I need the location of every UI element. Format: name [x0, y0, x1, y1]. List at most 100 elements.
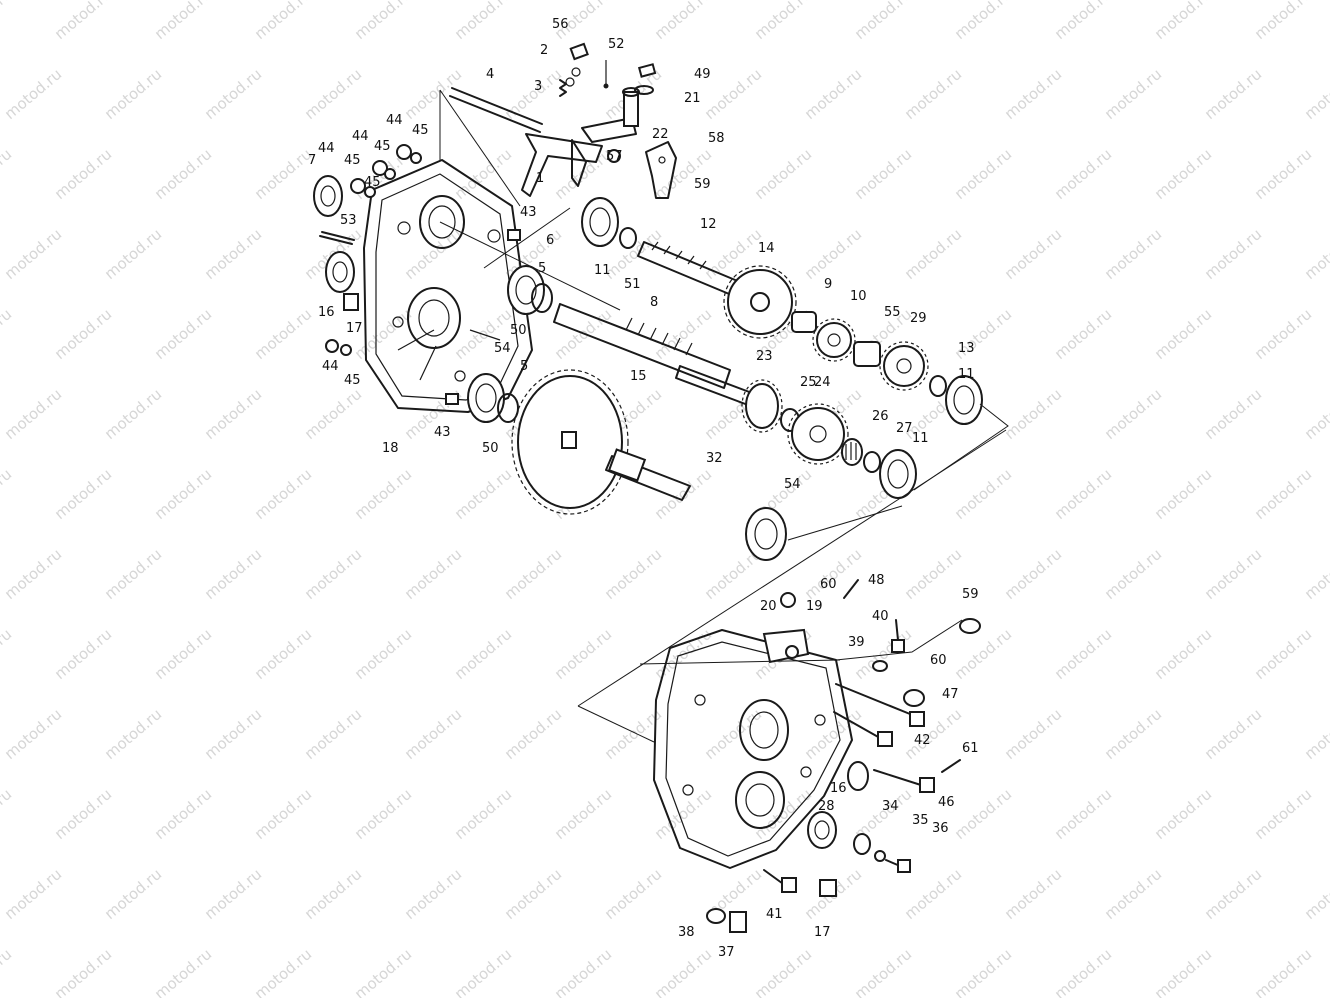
callout-52: 52: [608, 37, 625, 52]
watermark-text: motod.ru: [951, 0, 1015, 43]
watermark-text: motod.ru: [1151, 0, 1215, 43]
callout-4: 4: [486, 67, 494, 82]
watermark-text: motod.ru: [1151, 465, 1215, 523]
callout-16: 16: [830, 781, 847, 796]
watermark-text: motod.ru: [1301, 545, 1330, 603]
callout-45: 45: [364, 175, 381, 190]
watermark-text: motod.ru: [1251, 945, 1315, 998]
callout-42: 42: [914, 733, 931, 748]
callout-25: 25: [800, 375, 817, 390]
watermark-text: motod.ru: [401, 865, 465, 923]
watermark-text: motod.ru: [251, 0, 315, 43]
watermark-text: motod.ru: [1, 545, 65, 603]
lower-fasteners: [706, 579, 981, 933]
callout-48: 48: [868, 573, 885, 588]
watermark-text: motod.ru: [1151, 945, 1215, 998]
watermark-text: motod.ru: [1201, 385, 1265, 443]
watermark-text: motod.ru: [101, 385, 165, 443]
watermark-text: motod.ru: [101, 225, 165, 283]
callout-9: 9: [824, 277, 832, 292]
gear-24: [787, 403, 849, 465]
watermark-text: motod.ru: [1201, 545, 1265, 603]
callout-44: 44: [318, 141, 335, 156]
callout-39: 39: [848, 635, 865, 650]
callout-54: 54: [494, 341, 511, 356]
callout-45: 45: [344, 153, 361, 168]
watermark-text: motod.ru: [301, 705, 365, 763]
watermark-text: motod.ru: [551, 945, 615, 998]
callout-5: 5: [520, 359, 528, 374]
washer-13: [929, 375, 947, 397]
watermark-text: motod.ru: [51, 305, 115, 363]
right-transmission-case: [653, 628, 853, 869]
callout-22: 22: [652, 127, 669, 142]
watermark-text: motod.ru: [951, 625, 1015, 683]
watermark-text: motod.ru: [801, 225, 865, 283]
callout-45: 45: [374, 139, 391, 154]
callout-10: 10: [850, 289, 867, 304]
callout-24: 24: [814, 375, 831, 390]
watermark-text: motod.ru: [251, 145, 315, 203]
callout-18: 18: [382, 441, 399, 456]
watermark-text: motod.ru: [851, 145, 915, 203]
watermark-text: motod.ru: [0, 145, 15, 203]
watermark-text: motod.ru: [0, 465, 15, 523]
watermark-text: motod.ru: [751, 945, 815, 998]
callout-32: 32: [706, 451, 723, 466]
watermark-text: motod.ru: [901, 65, 965, 123]
watermark-text: motod.ru: [151, 625, 215, 683]
watermark-text: motod.ru: [551, 625, 615, 683]
washer-5-upper: [531, 283, 553, 313]
bearing-54-left: [467, 373, 505, 423]
gear-15: [511, 369, 629, 515]
watermark-text: motod.ru: [951, 145, 1015, 203]
watermark-text: motod.ru: [1, 865, 65, 923]
watermark-text: motod.ru: [951, 785, 1015, 843]
watermark-text: motod.ru: [451, 465, 515, 523]
watermark-text: motod.ru: [101, 65, 165, 123]
watermark-text: motod.ru: [101, 865, 165, 923]
watermark-text: motod.ru: [351, 785, 415, 843]
output-shaft-32: [605, 448, 691, 501]
watermark-text: motod.ru: [0, 625, 15, 683]
bearing-54-lower: [745, 507, 787, 561]
watermark-text: motod.ru: [1, 385, 65, 443]
watermark-text: motod.ru: [0, 0, 15, 43]
gear-23: [741, 379, 783, 433]
bearing-11-right: [945, 375, 983, 425]
callout-28: 28: [818, 799, 835, 814]
watermark-text: motod.ru: [1151, 305, 1215, 363]
callout-60: 60: [820, 577, 837, 592]
watermark-text: motod.ru: [151, 945, 215, 998]
watermark-text: motod.ru: [1201, 225, 1265, 283]
watermark-text: motod.ru: [501, 65, 565, 123]
callout-15: 15: [630, 369, 647, 384]
callout-41: 41: [766, 907, 783, 922]
watermark-text: motod.ru: [751, 0, 815, 43]
watermark-text: motod.ru: [651, 945, 715, 998]
watermark-text: motod.ru: [1001, 545, 1065, 603]
callout-59: 59: [694, 177, 711, 192]
callout-49: 49: [694, 67, 711, 82]
watermark-text: motod.ru: [201, 705, 265, 763]
watermark-text: motod.ru: [901, 865, 965, 923]
callout-50: 50: [482, 441, 499, 456]
callout-29: 29: [910, 311, 927, 326]
watermark-text: motod.ru: [101, 545, 165, 603]
washer-27: [863, 451, 881, 473]
callout-26: 26: [872, 409, 889, 424]
watermark-text: motod.ru: [1051, 625, 1115, 683]
callout-40: 40: [872, 609, 889, 624]
watermark-text: motod.ru: [301, 545, 365, 603]
watermark-text: motod.ru: [1251, 0, 1315, 43]
callout-51: 51: [624, 277, 641, 292]
watermark-text: motod.ru: [1, 705, 65, 763]
callout-11: 11: [958, 367, 975, 382]
lower-guide-lines: [577, 619, 963, 743]
watermark-text: motod.ru: [1001, 865, 1065, 923]
watermark-text: motod.ru: [101, 705, 165, 763]
watermark-text: motod.ru: [551, 785, 615, 843]
watermark-text: motod.ru: [801, 65, 865, 123]
gear-10: [812, 318, 856, 362]
watermark-text: motod.ru: [1301, 865, 1330, 923]
